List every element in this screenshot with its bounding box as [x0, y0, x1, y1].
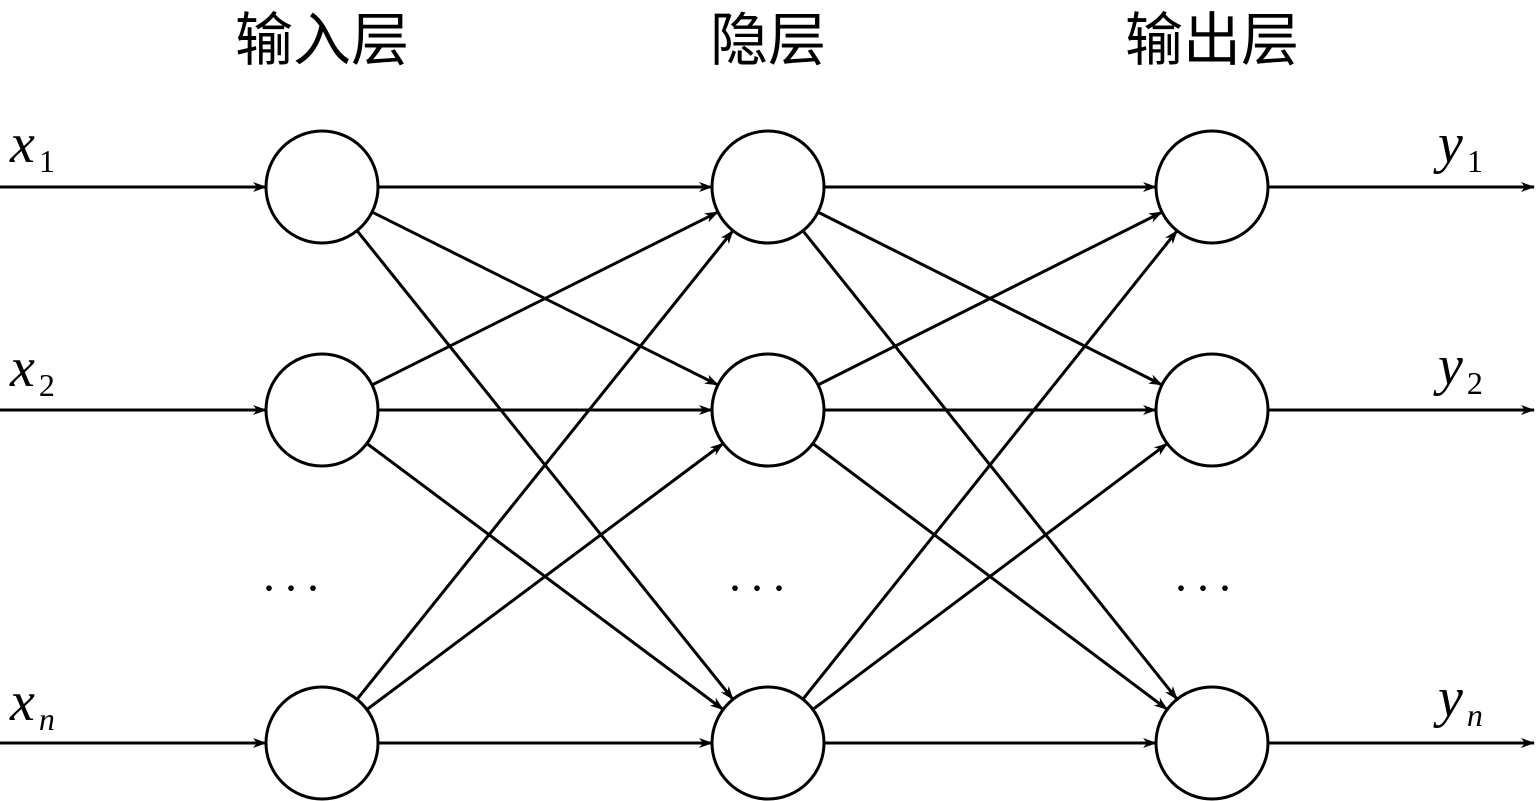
svg-text:yn: yn: [1433, 667, 1483, 733]
output-layer-ellipsis: ···: [1173, 562, 1239, 615]
output-node-3: [1154, 685, 1270, 801]
edge-hidden3-to-output1: [801, 229, 1179, 701]
svg-text:xn: xn: [9, 671, 55, 737]
hidden-node-1: [710, 129, 826, 245]
edge-input3-to-hidden1: [355, 229, 735, 701]
edge-hidden3-to-output2: [811, 442, 1169, 711]
input-layer-title: 输入层: [235, 6, 409, 74]
svg-text:x2: x2: [9, 337, 55, 403]
input-node-1: [264, 129, 380, 245]
hidden-node-3: [710, 685, 826, 801]
svg-text:y1: y1: [1433, 113, 1483, 179]
svg-text:y2: y2: [1433, 335, 1483, 401]
input-layer-ellipsis: ···: [261, 562, 327, 615]
input-node-3: [264, 685, 380, 801]
output-node-1: [1154, 129, 1270, 245]
neuron-nodes: [264, 129, 1270, 801]
connection-edges: [0, 182, 1535, 748]
hidden-layer-ellipsis: ···: [727, 562, 793, 615]
edge-input3-to-hidden2: [365, 442, 725, 711]
output-layer-title: 输出层: [1125, 6, 1299, 74]
edge-input2-to-hidden1: [371, 210, 719, 387]
output-node-2: [1154, 352, 1270, 468]
hidden-layer-title: 隐层: [710, 6, 826, 74]
input-node-2: [264, 352, 380, 468]
edge-hidden2-to-output1: [817, 210, 1163, 387]
hidden-node-2: [710, 352, 826, 468]
svg-text:x1: x1: [9, 113, 55, 179]
